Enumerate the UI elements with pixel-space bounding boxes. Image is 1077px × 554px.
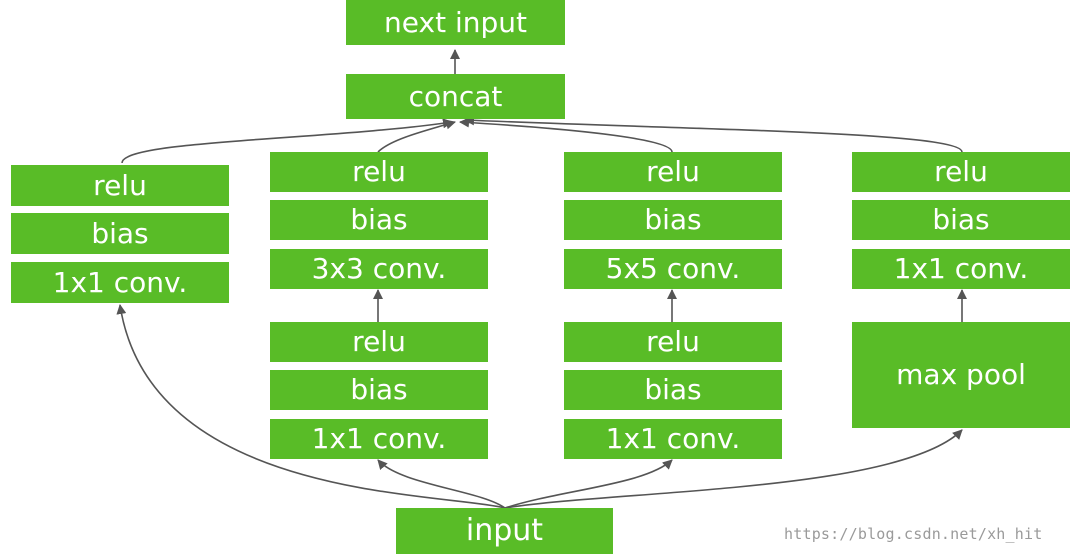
branch2-lower-relu-node: relu (270, 322, 488, 362)
edge-branch2-to-concat (377, 119, 456, 153)
edge-input-to-branch2 (377, 459, 506, 509)
branch3-lower-conv-node: 1x1 conv. (564, 419, 782, 459)
watermark-text: https://blog.csdn.net/xh_hit (784, 525, 1043, 543)
edge-input-to-branch4 (504, 429, 963, 509)
branch1-bias-node: bias (11, 213, 229, 254)
branch3-lower-bias-node: bias (564, 370, 782, 410)
branch1-conv-node: 1x1 conv. (11, 262, 229, 303)
branch2-upper-conv-node: 3x3 conv. (270, 249, 488, 289)
edge-branch3-to-concat (459, 117, 673, 153)
concat-node: concat (346, 74, 565, 119)
branch3-upper-relu-node: relu (564, 152, 782, 192)
edge-branch1-to-concat (121, 118, 453, 164)
branch2-upper-bias-node: bias (270, 200, 488, 240)
branch4-bias-node: bias (852, 200, 1070, 240)
input-node: input (396, 508, 613, 554)
edge-input-to-branch3 (504, 459, 673, 509)
branch2-upper-relu-node: relu (270, 152, 488, 192)
edge-branch4-to-concat (464, 115, 963, 153)
branch2-lower-conv-node: 1x1 conv. (270, 419, 488, 459)
branch2-lower-bias-node: bias (270, 370, 488, 410)
branch4-conv-node: 1x1 conv. (852, 249, 1070, 289)
branch1-relu-node: relu (11, 165, 229, 206)
next-input-node: next input (346, 0, 565, 45)
branch3-upper-bias-node: bias (564, 200, 782, 240)
branch4-maxpool-node: max pool (852, 322, 1070, 428)
edge-input-to-branch1 (116, 304, 506, 509)
branch4-relu-node: relu (852, 152, 1070, 192)
branch3-lower-relu-node: relu (564, 322, 782, 362)
branch3-upper-conv-node: 5x5 conv. (564, 249, 782, 289)
